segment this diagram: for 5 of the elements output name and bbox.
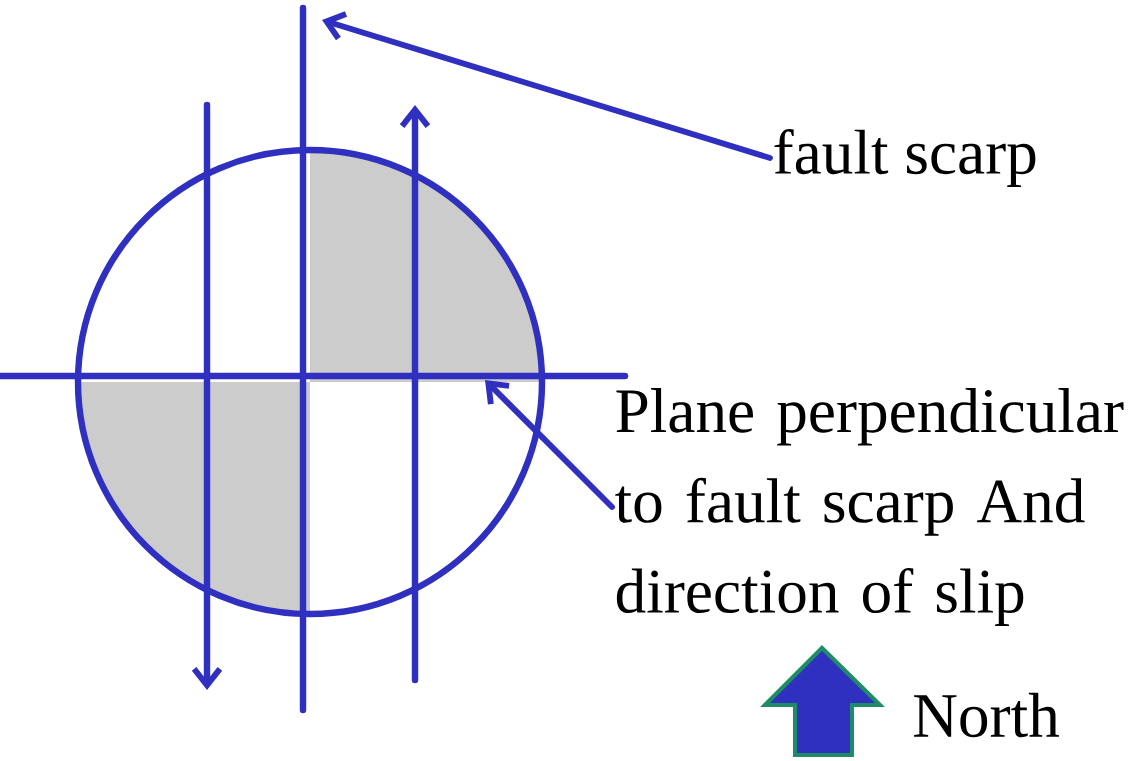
leader-arrow (485, 380, 615, 510)
direction-label: North (914, 692, 1059, 738)
leader-arrow (322, 11, 773, 161)
annotation-text: fault scarp (774, 129, 1036, 187)
annotation-text: Plane perpendicular to fault scarp And direction of slip (615, 388, 1124, 626)
